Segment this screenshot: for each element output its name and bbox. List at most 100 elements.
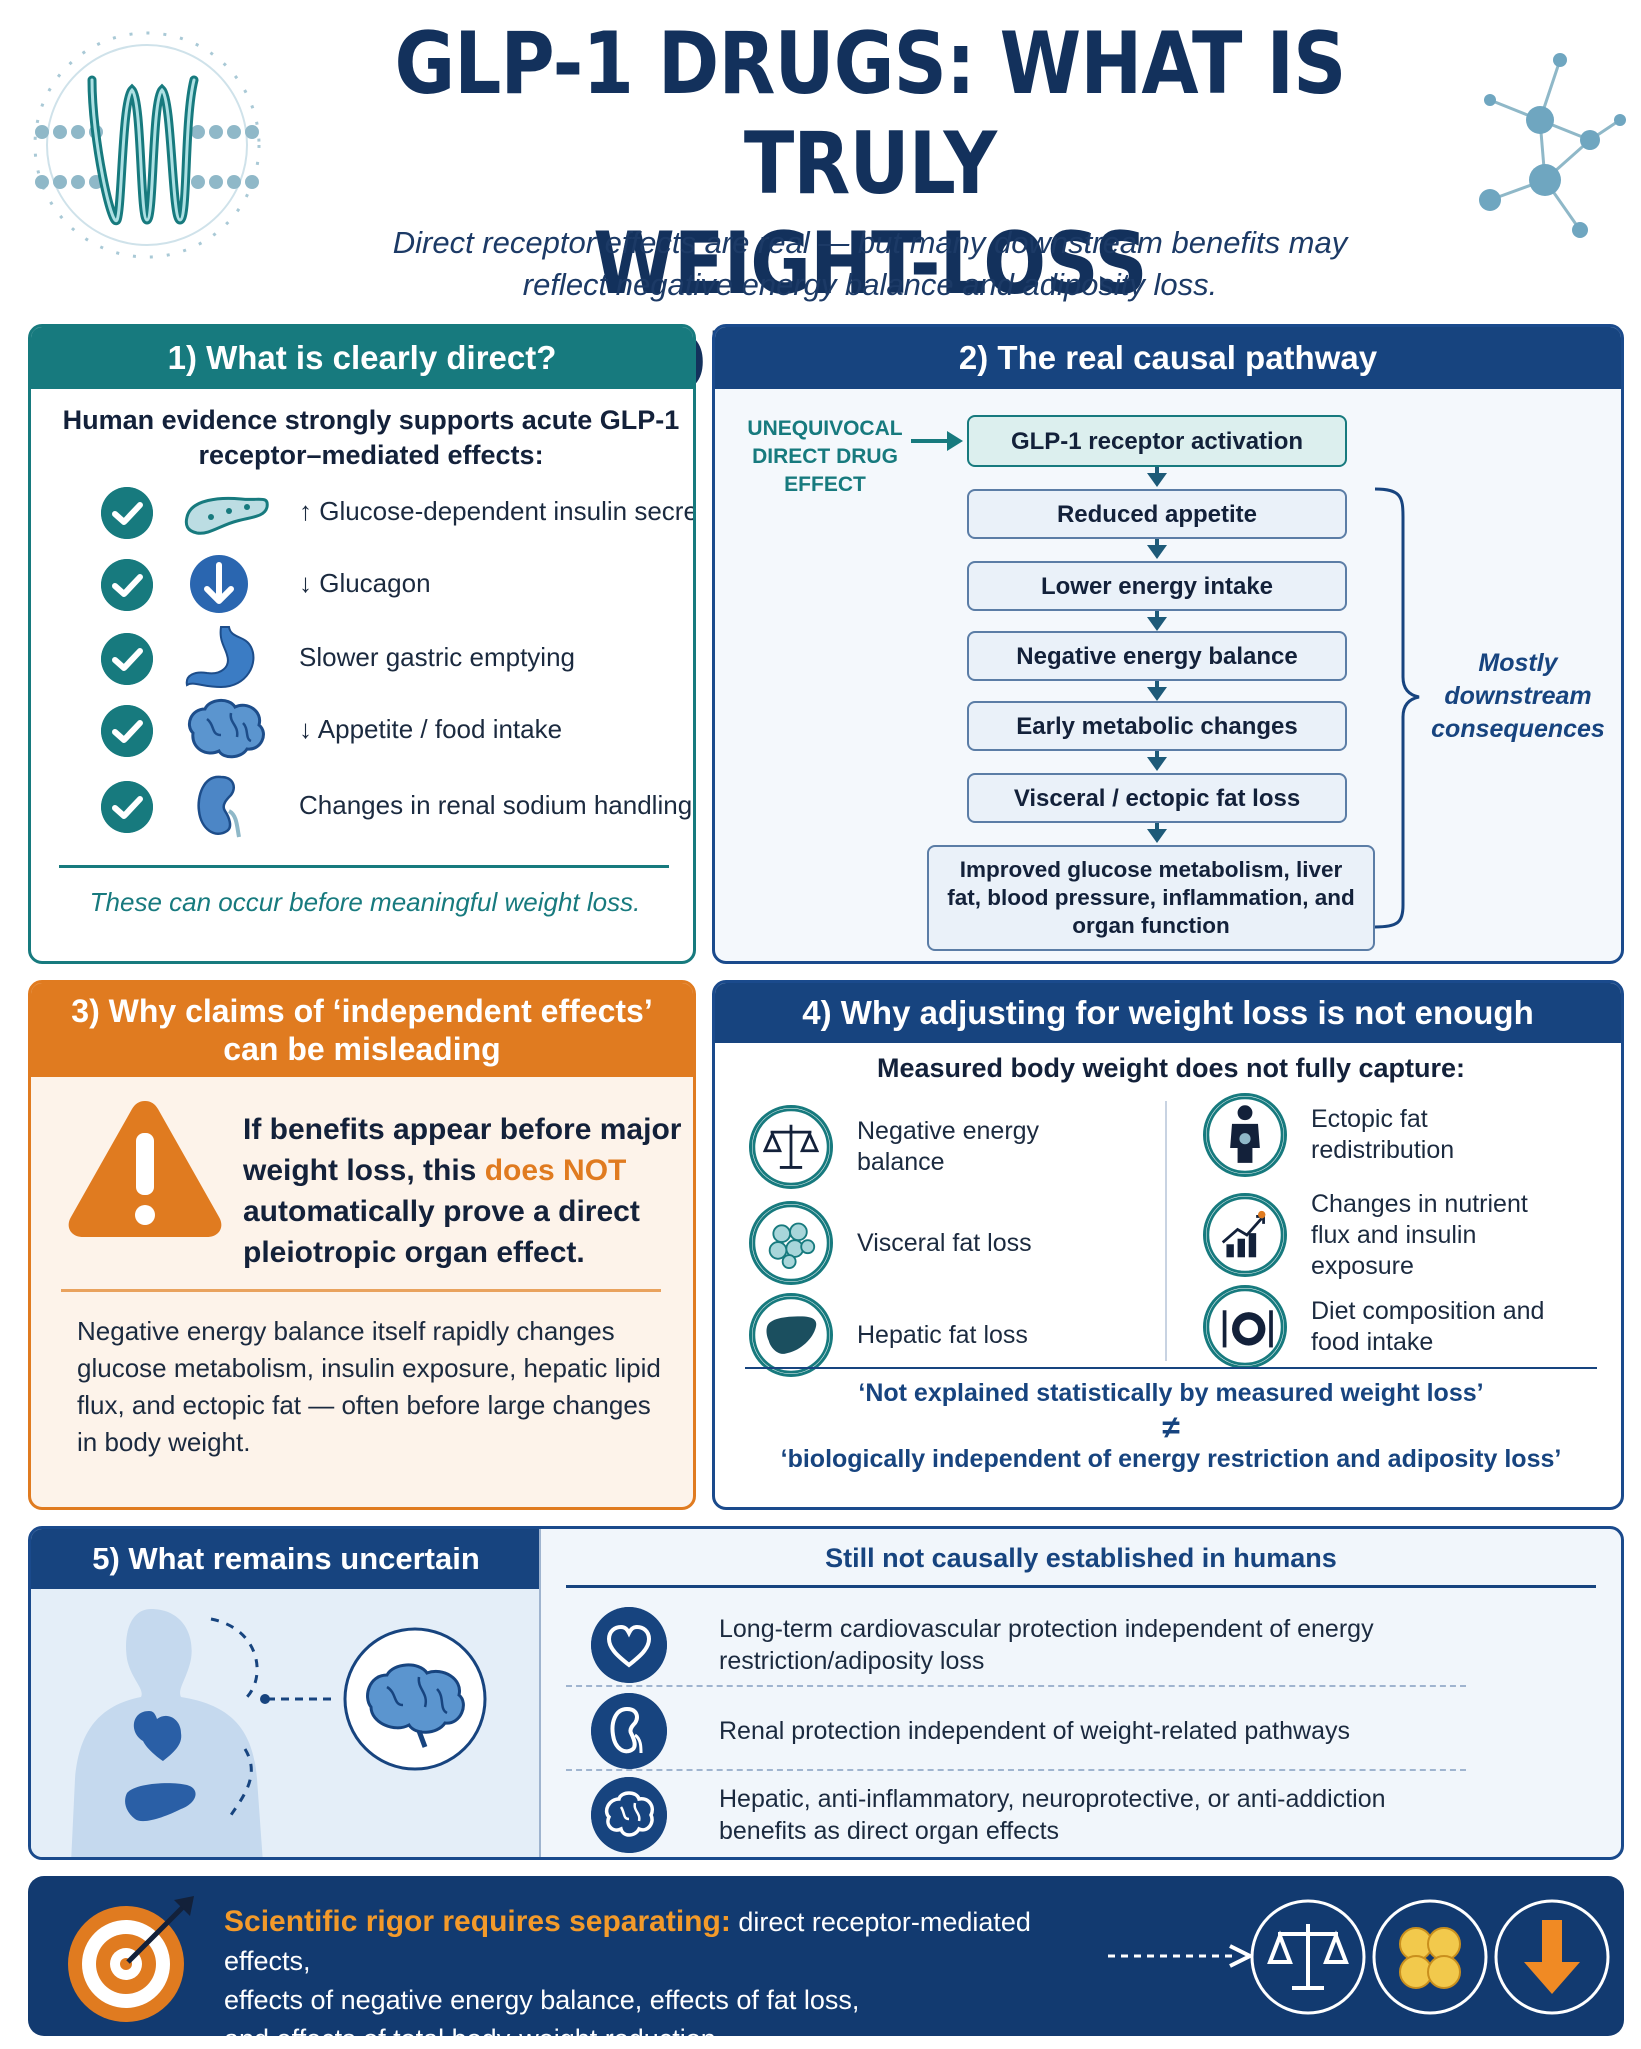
uncertain-item: Long-term cardiovascular protection inde… [591, 1603, 1591, 1683]
not-equal-sign: ≠ [1162, 1409, 1180, 1445]
divider [566, 1685, 1466, 1687]
pathway-step-final: Improved glucose metabolism, liver fat, … [927, 845, 1375, 951]
check-icon [101, 487, 153, 539]
direct-effect-text: Changes in renal sodium handling [299, 790, 693, 820]
down-arrow-icon [190, 555, 248, 613]
capture-text: Negative energy balance [857, 1117, 1040, 1176]
warning-highlight: does NOT [484, 1154, 627, 1187]
conclusion-line-3: and effects of total body-weight reducti… [224, 2020, 1124, 2036]
direct-effect-item: ↓ Glucagon [71, 549, 691, 619]
fat-cells-icon [749, 1201, 833, 1285]
quote-statistical: ‘Not explained statistically by measured… [858, 1379, 1484, 1407]
direct-effect-label: UNEQUIVOCAL DIRECT DRUG EFFECT [747, 417, 903, 496]
panel-5-title: 5) What remains uncertain [31, 1529, 541, 1589]
check-icon [101, 559, 153, 611]
capture-item: Negative energy balance [749, 1099, 1149, 1189]
divider [566, 1585, 1596, 1588]
quote-biological: ‘biologically independent of energy rest… [780, 1445, 1562, 1473]
fat-cells-icon [1372, 1899, 1488, 2015]
capture-text: Hepatic fat loss [857, 1320, 1028, 1349]
panel-4-title: 4) Why adjusting for weight loss is not … [715, 983, 1621, 1043]
uncertain-item: Hepatic, anti-inflammatory, neuroprotect… [591, 1773, 1591, 1853]
check-icon [101, 781, 153, 833]
panel-1-intro: Human evidence strongly supports acute G… [62, 405, 680, 470]
direct-effect-item: Slower gastric emptying [71, 623, 691, 693]
pathway-step: Lower energy intake [967, 561, 1347, 611]
kidney-icon [591, 1693, 667, 1769]
uncertain-item: Renal protection independent of weight-r… [591, 1689, 1591, 1769]
check-icon [101, 705, 153, 757]
divider [59, 865, 669, 868]
conclusion-text: Scientific rigor requires separating: di… [224, 1902, 1124, 2036]
direct-effect-item: ↓ Appetite / food intake [71, 695, 691, 765]
conclusion-line-1: direct receptor-mediated effects, [224, 1907, 1031, 1976]
header: GLP-1 DRUGS: WHAT IS TRULY WEIGHT-LOSS I… [0, 0, 1641, 414]
capture-text: Diet composition and food intake [1311, 1297, 1545, 1356]
conclusion-highlight: Scientific rigor requires separating: [224, 1905, 731, 1938]
title-line-1: GLP-1 DRUGS: WHAT IS TRULY [394, 14, 1346, 214]
balance-scale-icon [749, 1105, 833, 1189]
pathway-step: GLP-1 receptor activation [967, 415, 1347, 467]
capture-text: Ectopic fat redistribution [1311, 1105, 1455, 1164]
target-icon [68, 1896, 194, 2022]
stomach-icon [185, 626, 255, 689]
uncertain-text: Hepatic, anti-inflammatory, neuroprotect… [719, 1785, 1386, 1845]
direct-effect-text: Slower gastric emptying [299, 642, 575, 672]
receptor-membrane-icon [33, 31, 261, 259]
kidney-icon [197, 775, 241, 838]
divider [539, 1529, 541, 1857]
panel-3-body: Negative energy balance itself rapidly c… [77, 1316, 661, 1457]
capture-item: Hepatic fat loss [749, 1287, 1149, 1377]
brain-icon [188, 699, 265, 759]
direct-effect-text: ↓ Glucagon [299, 568, 431, 598]
conclusion-banner: Scientific rigor requires separating: di… [28, 1876, 1624, 2036]
panel-1-title: 1) What is clearly direct? [31, 327, 693, 389]
subtitle-line-2: reflect negative energy balance and adip… [522, 267, 1218, 302]
check-icon [101, 633, 153, 685]
panel-5-subtitle: Still not causally established in humans [825, 1543, 1337, 1573]
plate-utensils-icon [1203, 1285, 1287, 1369]
panel-direct-effects: 1) What is clearly direct? Human evidenc… [28, 324, 696, 964]
panel-adjusting-weight-loss: 4) Why adjusting for weight loss is not … [712, 980, 1624, 1510]
pathway-step: Negative energy balance [967, 631, 1347, 681]
capture-item: Changes in nutrient flux and insulin exp… [1203, 1187, 1603, 1280]
panel-4-intro: Measured body weight does not fully capt… [876, 1053, 1466, 1083]
divider [745, 1367, 1597, 1369]
balance-scale-icon [1250, 1899, 1366, 2015]
pathway-step: Early metabolic changes [967, 701, 1347, 751]
warning-text-pre: If benefits appear before major weight l… [243, 1113, 682, 1187]
panel-3-title: 3) Why claims of ‘independent effects’ c… [31, 983, 693, 1077]
pancreas-icon [184, 496, 269, 535]
chart-trend-icon [1203, 1193, 1287, 1277]
direct-effect-text: ↑ Glucose-dependent insulin secretion [299, 496, 696, 526]
downstream-label: Mostly downstream consequences [1431, 649, 1605, 743]
divider [1165, 1101, 1167, 1361]
divider [61, 1289, 661, 1292]
direct-effect-item: ↑ Glucose-dependent insulin secretion [71, 477, 693, 547]
brain-icon [591, 1777, 667, 1853]
direct-effect-item: Changes in renal sodium handling [71, 771, 692, 841]
pathway-step: Reduced appetite [967, 489, 1347, 539]
capture-item: Ectopic fat redistribution [1203, 1087, 1603, 1177]
uncertain-text: Long-term cardiovascular protection inde… [719, 1615, 1374, 1675]
panel-uncertain: 5) What remains uncertain Still not caus… [28, 1526, 1624, 1860]
banner-icon-group [1250, 1899, 1610, 2015]
panel-1-footer: These can occur before meaningful weight… [89, 887, 641, 917]
divider [566, 1769, 1466, 1771]
down-arrow-icon [1494, 1899, 1610, 2015]
subtitle-line-1: Direct receptor effects are real — but m… [392, 225, 1348, 260]
uncertain-text: Renal protection independent of weight-r… [719, 1717, 1350, 1745]
dashed-arrow-icon [1108, 1944, 1255, 1968]
pathway-step: Visceral / ectopic fat loss [967, 773, 1347, 823]
panel-2-title: 2) The real causal pathway [715, 327, 1621, 389]
direct-effect-text: ↓ Appetite / food intake [299, 714, 563, 744]
panel-causal-pathway: 2) The real causal pathway UNEQUIVOCAL D… [712, 324, 1624, 964]
heart-icon [591, 1607, 667, 1683]
liver-icon [749, 1293, 833, 1377]
capture-item: Visceral fat loss [749, 1195, 1149, 1285]
molecule-network-icon [1479, 53, 1626, 238]
pathway-connectors [911, 431, 1420, 929]
capture-item: Diet composition and food intake [1203, 1279, 1603, 1369]
warning-icon [68, 1101, 222, 1237]
subtitle: Direct receptor effects are real — but m… [300, 222, 1440, 306]
